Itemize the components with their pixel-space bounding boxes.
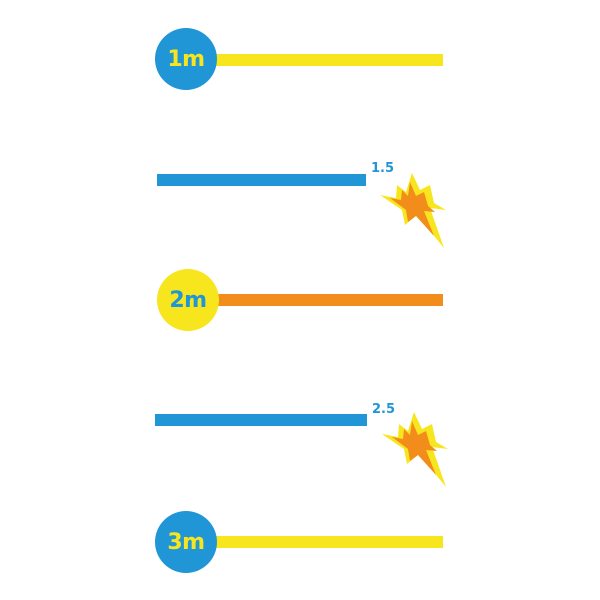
half-marker-label-1-5: 1.5: [371, 161, 395, 176]
half-marker-line-2-5: [155, 414, 367, 426]
marker-label-2m: 2m: [169, 287, 207, 313]
half-marker-label-2-5: 2.5: [372, 402, 396, 417]
marker-circle-2m: 2m: [157, 269, 219, 331]
lightning-bolt-icon: [382, 412, 448, 487]
marker-line-3m: [190, 536, 443, 548]
marker-circle-3m: 3m: [155, 511, 217, 573]
marker-label-1m: 1m: [167, 46, 205, 72]
marker-label-3m: 3m: [167, 529, 205, 555]
marker-circle-1m: 1m: [155, 28, 217, 90]
marker-line-2m: [190, 294, 443, 306]
half-marker-line-1-5: [157, 174, 366, 186]
lightning-bolt-icon: [380, 173, 446, 248]
marker-line-1m: [190, 54, 443, 66]
